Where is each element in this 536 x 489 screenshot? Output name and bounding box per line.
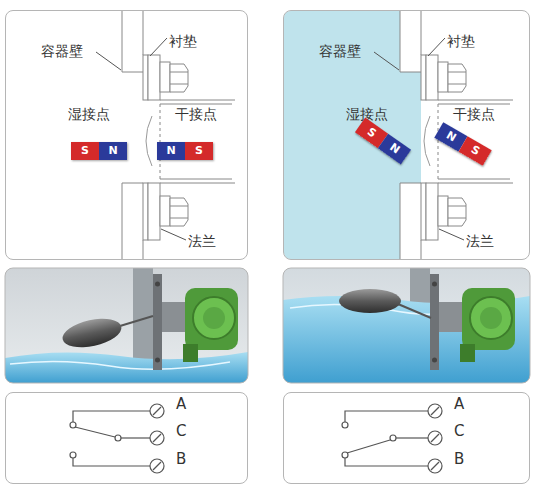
part-label: 干接点 (175, 106, 217, 122)
terminal-label: B (176, 450, 186, 468)
pole-letter: S (185, 142, 213, 160)
switch-wiring (345, 411, 428, 422)
low-level-photo (60, 314, 124, 352)
part-label: 容器壁 (319, 43, 361, 59)
high-level-photo (460, 344, 475, 362)
photo-frame (283, 268, 530, 383)
contact-panel: ACB (5, 392, 248, 484)
high-level-photo (283, 268, 530, 383)
switch-wiring (345, 458, 428, 466)
switch-wiring (390, 435, 396, 441)
part-label: 衬垫 (169, 33, 197, 49)
low-level-photo (120, 316, 153, 326)
terminal-label: A (454, 395, 464, 413)
switch-wiring (73, 411, 150, 422)
magnet: SN (71, 142, 127, 160)
terminal-symbol (150, 431, 164, 445)
high-level-photo (462, 288, 515, 350)
high-level-photo (432, 358, 437, 363)
terminal-symbol (428, 404, 442, 418)
terminal-label: A (176, 395, 186, 413)
part-label: 湿接点 (68, 106, 110, 122)
low-level-photo (5, 352, 248, 383)
part-label: 法兰 (466, 233, 494, 249)
terminal-label: C (176, 422, 186, 440)
diagram-panel: 容器壁衬垫湿接点干接点法兰SNNS (5, 10, 248, 260)
liquid-fill (400, 72, 421, 183)
high-level-photo (398, 304, 431, 318)
low-level-photo (155, 358, 160, 363)
switch-wiring (396, 437, 428, 438)
high-level-photo (430, 274, 439, 370)
switch-wiring (121, 437, 150, 438)
low-level-photo (10, 361, 230, 369)
high-level-photo (439, 302, 464, 332)
switch-wiring (342, 411, 428, 466)
terminal-symbol (428, 459, 442, 473)
low-level-photo (185, 288, 238, 350)
terminal-label: B (454, 450, 464, 468)
panel-background (284, 11, 529, 259)
switch-wiring (73, 458, 150, 466)
part-label: 干接点 (453, 106, 495, 122)
switch-wiring (70, 452, 76, 458)
low-level-photo (162, 302, 187, 332)
part-label: 法兰 (188, 233, 216, 249)
switch-wiring (70, 411, 150, 466)
part-label: 衬垫 (447, 33, 475, 49)
terminal-symbol (150, 404, 164, 418)
photo-frame (5, 268, 248, 383)
magnet: NS (434, 122, 491, 166)
pole-letter: S (459, 136, 492, 166)
diagram-panel: 容器壁衬垫湿接点干接点法兰SNNS (283, 10, 530, 260)
low-level-photo (153, 274, 162, 370)
low-level-photo (155, 282, 160, 287)
switch-wiring (75, 427, 115, 437)
low-level-photo (203, 307, 225, 329)
high-level-photo (283, 268, 530, 383)
terminal-label: C (454, 422, 464, 440)
terminal-symbol (150, 459, 164, 473)
flange-mechanism (374, 11, 513, 259)
high-level-photo (480, 307, 502, 329)
high-level-photo (339, 289, 401, 313)
part-label: 容器壁 (41, 43, 83, 59)
low-level-photo (133, 268, 153, 360)
high-level-photo (432, 282, 437, 287)
high-level-photo (283, 296, 530, 383)
pole-letter: S (71, 142, 99, 160)
switch-wiring (347, 440, 390, 453)
contact-panel: ACB (283, 392, 530, 484)
low-level-photo (183, 344, 198, 362)
pole-letter: N (99, 142, 127, 160)
pole-letter: N (157, 142, 185, 160)
panel-background (6, 11, 247, 259)
magnet: SN (355, 118, 411, 165)
low-level-photo (193, 297, 235, 339)
switch-wiring (342, 422, 348, 428)
flange-mechanism (96, 11, 235, 259)
liquid-fill (284, 11, 400, 259)
high-level-photo (470, 297, 512, 339)
low-level-photo (5, 268, 248, 383)
terminal-symbol (428, 431, 442, 445)
low-level-photo (5, 268, 248, 383)
switch-wiring (115, 435, 121, 441)
magnet: NS (157, 142, 213, 160)
